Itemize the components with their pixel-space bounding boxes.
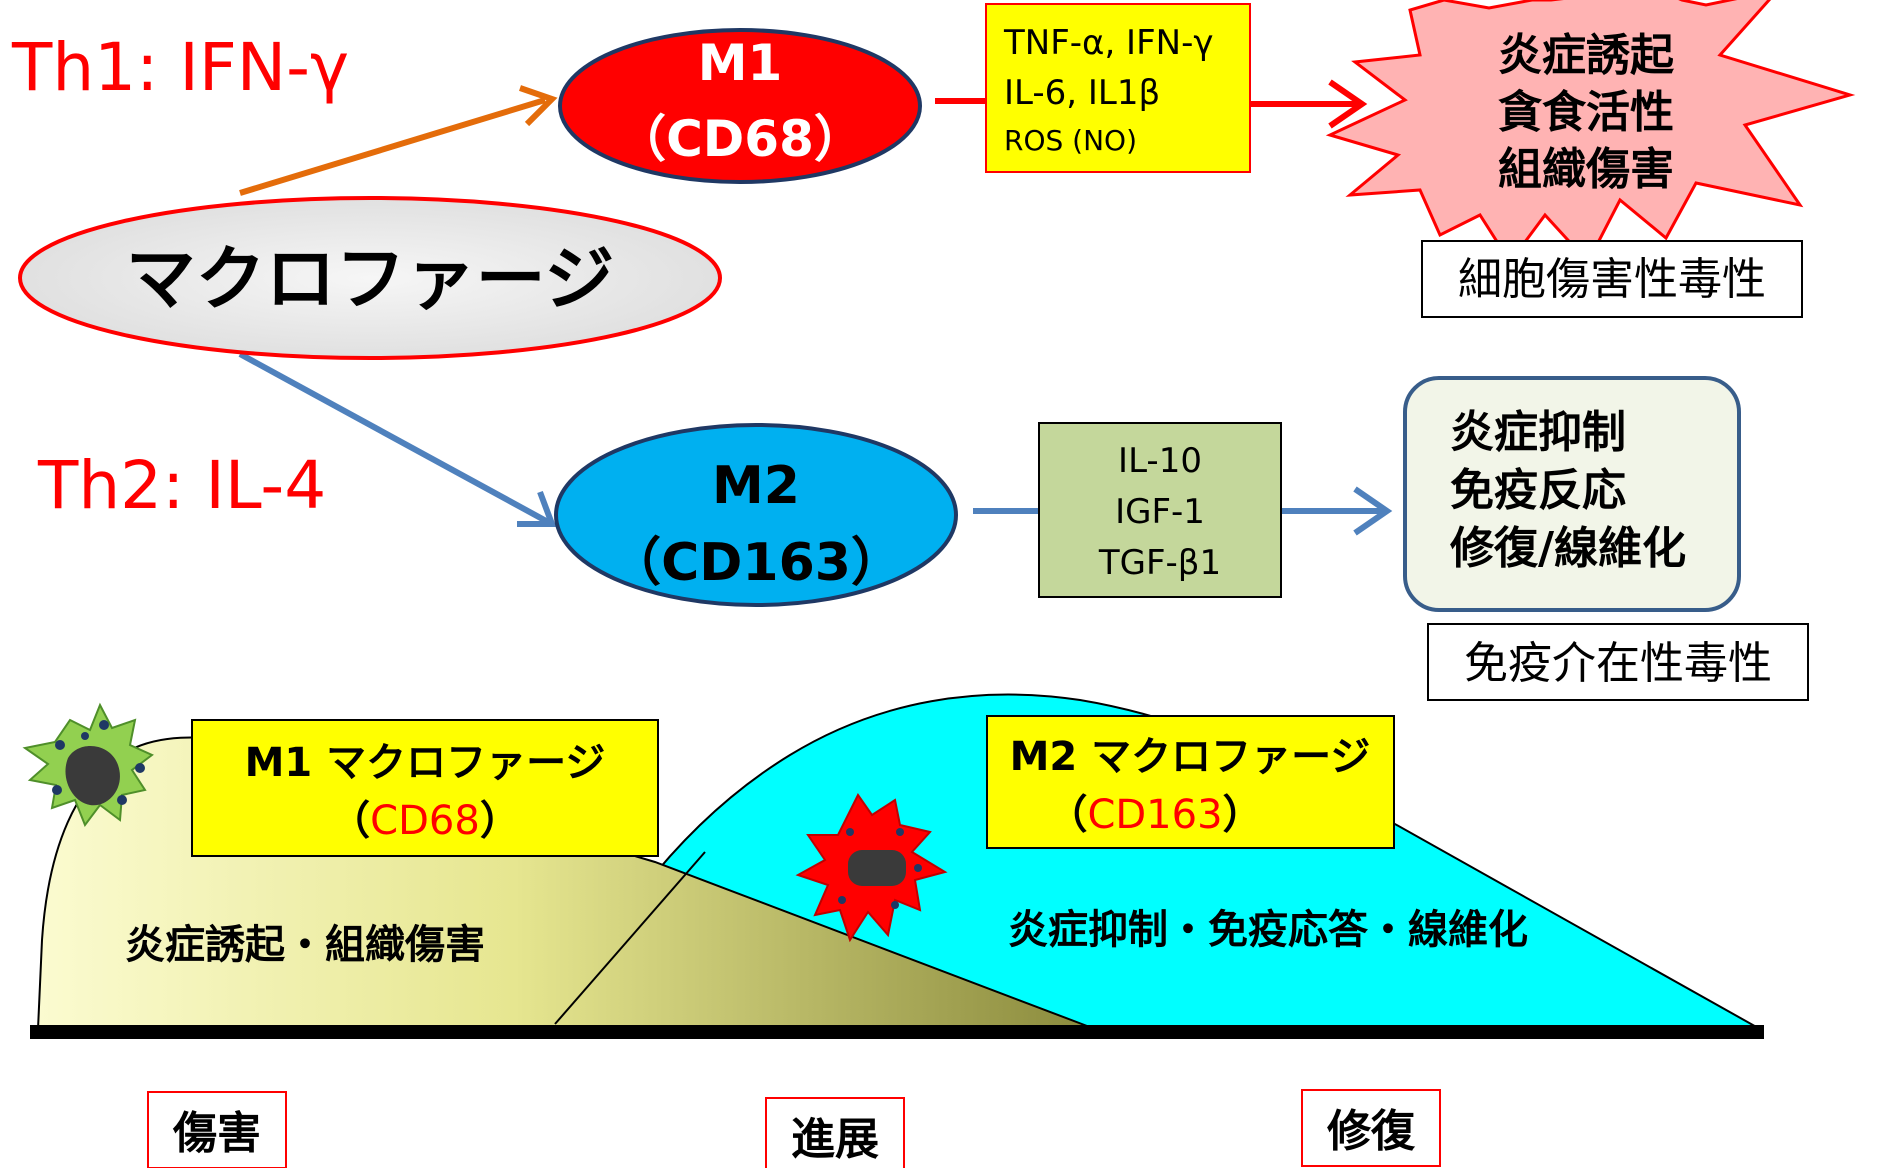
m1-cytokine-1: TNF-α, IFN-γ: [1003, 23, 1213, 63]
m1-cytokine-2: IL-6, IL1β: [1004, 73, 1160, 113]
stage-repair-label: 修復: [1327, 1106, 1416, 1157]
m1-macrophage-box: [191, 719, 659, 857]
m2-phase-text: 炎症抑制・免疫応答・線維化: [1008, 907, 1528, 953]
macrophage-ellipse: [18, 196, 722, 360]
m2-macrophage-title: M2 マクロファージ: [1010, 734, 1371, 780]
m2-effect-1: 炎症抑制: [1450, 407, 1626, 458]
m1-phase-text: 炎症誘起・組織傷害: [125, 922, 485, 968]
m2-ellipse: [554, 423, 958, 607]
m1-marker: （CD68）: [616, 110, 864, 168]
m1-effect-2: 貪食活性: [1498, 87, 1674, 138]
m1-output-arrow: [935, 79, 1368, 129]
m1-box-marker: CD68: [370, 798, 480, 844]
m2-macrophage-marker-line: （CD163）: [1047, 792, 1262, 838]
m2-effects-box: [1403, 376, 1741, 612]
macrophage-label: マクロファージ: [126, 238, 615, 320]
stage-injury-box: [147, 1091, 287, 1168]
m2-cytokine-box: [1038, 422, 1282, 598]
stage-repair-box: [1301, 1089, 1441, 1167]
stage-progression-label: 進展: [791, 1114, 879, 1165]
m2-effect-2: 免疫反応: [1450, 465, 1626, 516]
m1-effect-3: 組織傷害: [1498, 144, 1674, 195]
m2-cytokine-1: IL-10: [1118, 441, 1202, 481]
m1-paren-close: ）: [480, 798, 520, 844]
m2-effect-3: 修復/線維化: [1450, 523, 1686, 574]
m1-cytokine-box: [985, 3, 1251, 173]
th2-label: Th2: IL-4: [37, 447, 326, 524]
m1-toxicity-label: 細胞傷害性毒性: [1458, 254, 1766, 305]
m1-macrophage-marker-line: （CD68）: [330, 798, 520, 844]
m2-cytokine-2: IGF-1: [1115, 492, 1205, 532]
th2-arrow: [238, 351, 557, 527]
m2-title: M2: [712, 456, 800, 516]
m2-toxicity-box: [1427, 623, 1809, 701]
m2-macrophage-box: [986, 715, 1395, 849]
m1-cytokine-3: ROS (NO): [1004, 124, 1137, 157]
m1-paren-open: （: [330, 798, 370, 844]
m1-cell-icon: [22, 702, 154, 828]
m2-cytokine-3: TGF-β1: [1098, 543, 1221, 583]
stage-progression-box: [765, 1097, 905, 1168]
m2-output-arrow: [973, 486, 1393, 536]
m1-effect-1: 炎症誘起: [1498, 30, 1675, 81]
m1-title: M1: [698, 34, 783, 92]
m1-ellipse: [558, 28, 922, 184]
m2-cell-icon: [795, 793, 948, 943]
m2-toxicity-label: 免疫介在性毒性: [1464, 638, 1772, 689]
m2-paren-close: ）: [1223, 792, 1263, 838]
th1-label: Th1: IFN-γ: [11, 29, 349, 106]
m1-macrophage-title: M1 マクロファージ: [245, 740, 606, 786]
th1-arrow: [239, 85, 558, 196]
m2-leading-edge: [554, 851, 706, 1025]
stage-injury-label: 傷害: [172, 1108, 261, 1159]
m1-toxicity-box: [1421, 240, 1803, 318]
m2-paren-open: （: [1047, 792, 1087, 838]
m2-marker: （CD163）: [609, 533, 903, 593]
m2-box-marker: CD163: [1087, 792, 1222, 838]
m1-effects-starburst: [1325, 0, 1856, 265]
